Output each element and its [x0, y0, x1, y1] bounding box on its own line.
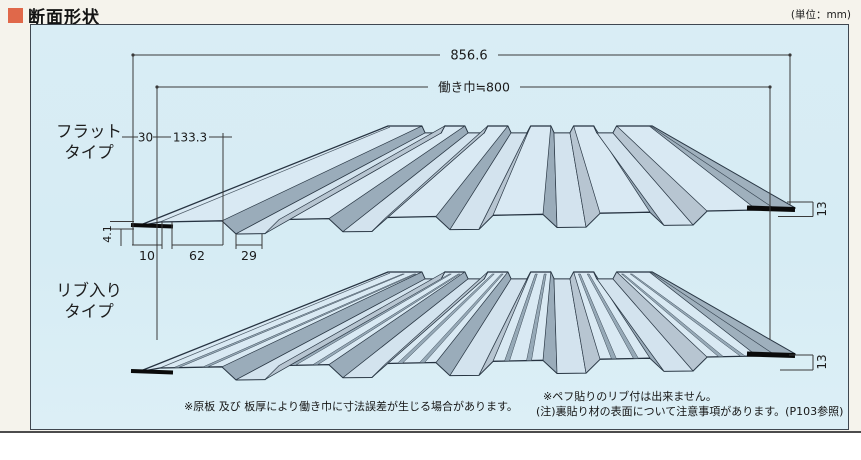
note-backing-material: (注)裏貼り材の表面について注意事項があります。(P103参照) [536, 405, 844, 418]
dim-10-label: 10 [139, 248, 155, 263]
dim-13-rib-label: 13 [815, 354, 829, 369]
unit-label: (単位：mm) [790, 9, 851, 21]
ribbed-panel-drawing [131, 272, 795, 380]
dimension-lines [110, 53, 814, 371]
section-header: 断面形状 [8, 3, 100, 28]
note-tolerance: ※原板 及び 板厚により働き巾に寸法誤差が生じる場合があります。 [184, 400, 518, 413]
flat-type-line2: タイプ [64, 142, 114, 162]
section-marker-icon [8, 8, 23, 23]
page-bottom-area [0, 431, 861, 460]
dim-30-label: 30 [138, 131, 153, 145]
ribbed-type-line1: リブ入り [56, 281, 122, 300]
ribbed-type-line2: タイプ [64, 301, 114, 321]
dim-working-width-label: 働き巾≒800 [438, 80, 510, 95]
flat-type-line1: フラット [56, 122, 122, 141]
dim-4-1-label: 4.1 [101, 225, 114, 243]
flat-panel-drawing [131, 126, 795, 234]
dim-29-label: 29 [241, 248, 257, 263]
flat-type-label: フラット タイプ [34, 122, 144, 163]
section-title: 断面形状 [28, 8, 100, 28]
dim-62-label: 62 [189, 248, 205, 263]
note-right-block: ※ペフ貼りのリブ付は出来ません。 (注)裏貼り材の表面について注意事項があります… [536, 389, 843, 419]
rib-lines [173, 273, 747, 368]
note-pef-rib: ※ペフ貼りのリブ付は出来ません。 [543, 390, 717, 403]
dim-133-label: 133.3 [173, 131, 207, 145]
dim-overall-width-label: 856.6 [450, 49, 487, 64]
dim-13-flat-label: 13 [815, 201, 829, 216]
ribbed-type-label: リブ入り タイプ [34, 281, 144, 322]
